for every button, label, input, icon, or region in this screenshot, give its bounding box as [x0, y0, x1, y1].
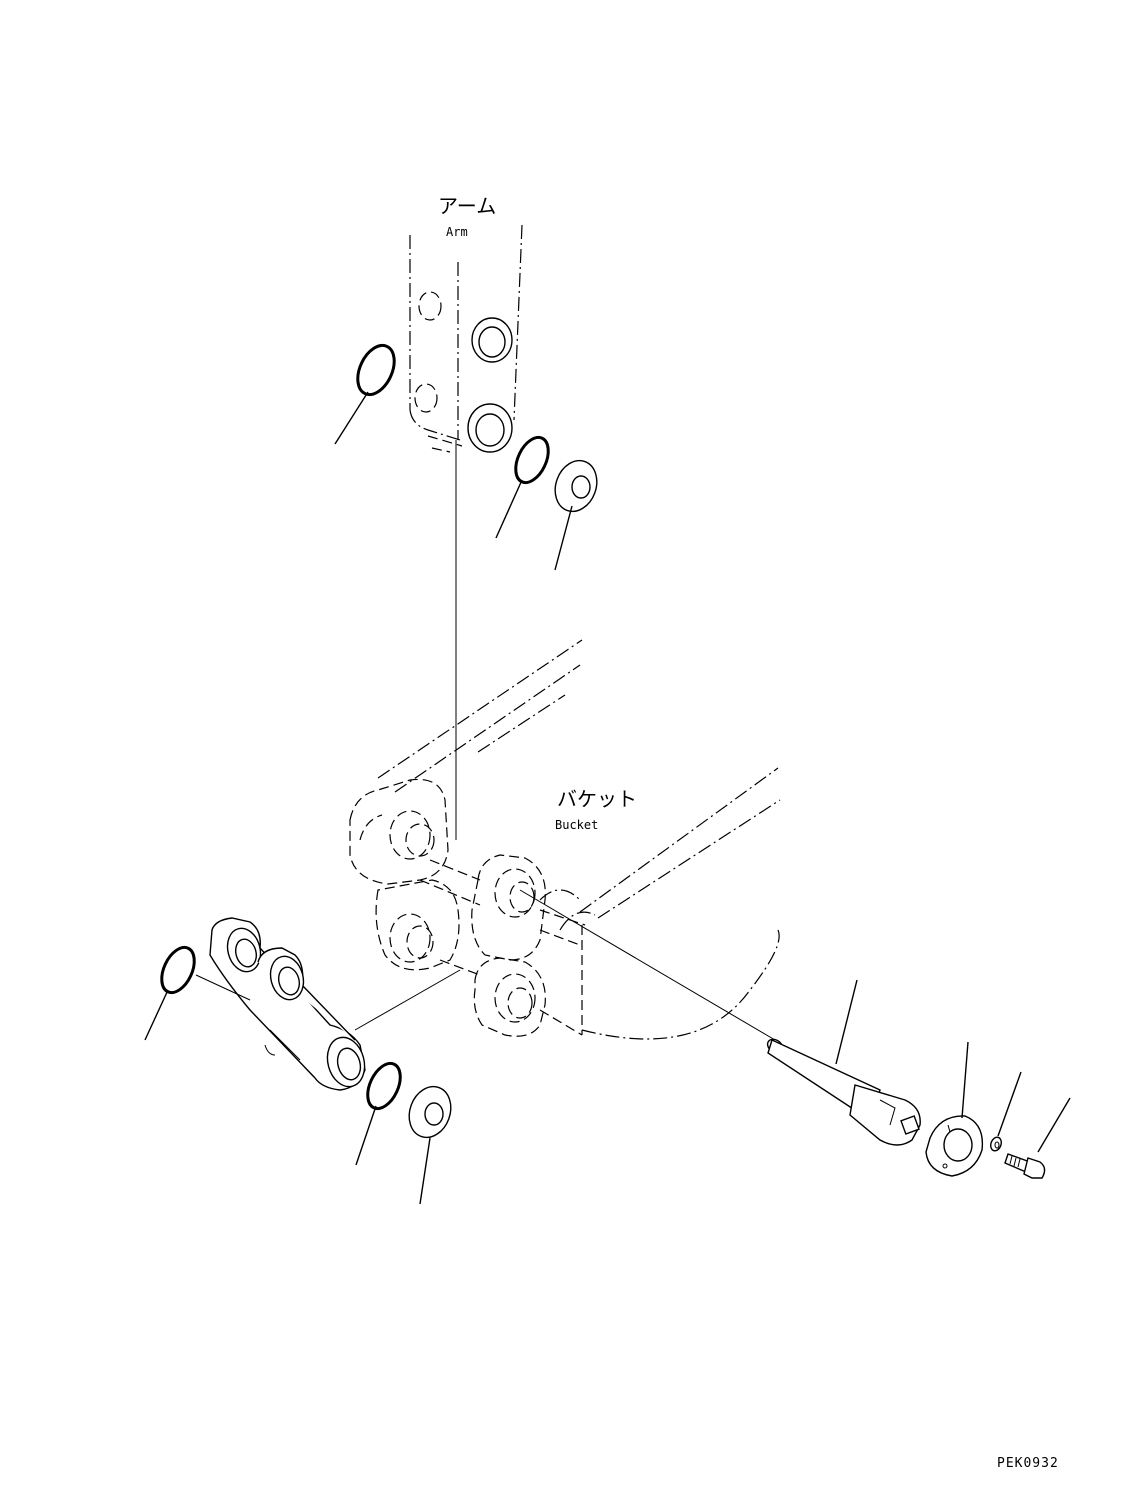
leader-line: [334, 391, 369, 445]
bucket-label-jp: バケット: [557, 787, 637, 811]
bucket-outline: [377, 639, 781, 1040]
arm-outline: [409, 224, 523, 453]
link: [209, 917, 366, 1091]
thrust-plate-arm: [554, 459, 598, 513]
leader-line: [835, 979, 858, 1065]
arm-bushing-upper: [471, 317, 513, 363]
bucket-boss-upper-right: [471, 854, 546, 961]
bucket-boss-lower-right: [473, 957, 546, 1037]
washer-hole: [994, 1141, 1000, 1149]
bucket-boss-lower-left: [375, 879, 460, 971]
pin-center-line: [519, 889, 776, 1041]
leader-line: [355, 1105, 377, 1166]
thrust-plate-link: [408, 1085, 452, 1139]
link-center-line: [354, 969, 461, 1031]
drawing-code: PEK0932: [997, 1456, 1059, 1471]
arm-bushing-lower: [467, 403, 513, 453]
link-center-line-2: [195, 974, 251, 1001]
leader-line: [495, 479, 523, 539]
leader-line: [1037, 1097, 1071, 1153]
washer: [990, 1136, 1002, 1152]
bucket-boss-upper-left: [349, 778, 449, 885]
pin: [766, 1038, 921, 1146]
bucket-label-en: Bucket: [555, 818, 598, 832]
leader-line: [419, 1137, 431, 1205]
retaining-plate: [925, 1115, 984, 1177]
bucket-cross-tube: [419, 859, 586, 1036]
leader-line: [144, 989, 169, 1041]
bolt: [1004, 1153, 1046, 1179]
o-ring-link-right: [366, 1061, 402, 1111]
o-ring-arm-left: [356, 343, 396, 397]
leader-line: [961, 1041, 969, 1119]
leader-line: [997, 1071, 1022, 1137]
arm-label-jp: アーム: [438, 194, 496, 218]
o-ring-arm-right: [514, 435, 550, 485]
arm-label-en: Arm: [446, 225, 468, 239]
leader-line: [554, 505, 573, 571]
o-ring-link-left: [160, 945, 196, 995]
